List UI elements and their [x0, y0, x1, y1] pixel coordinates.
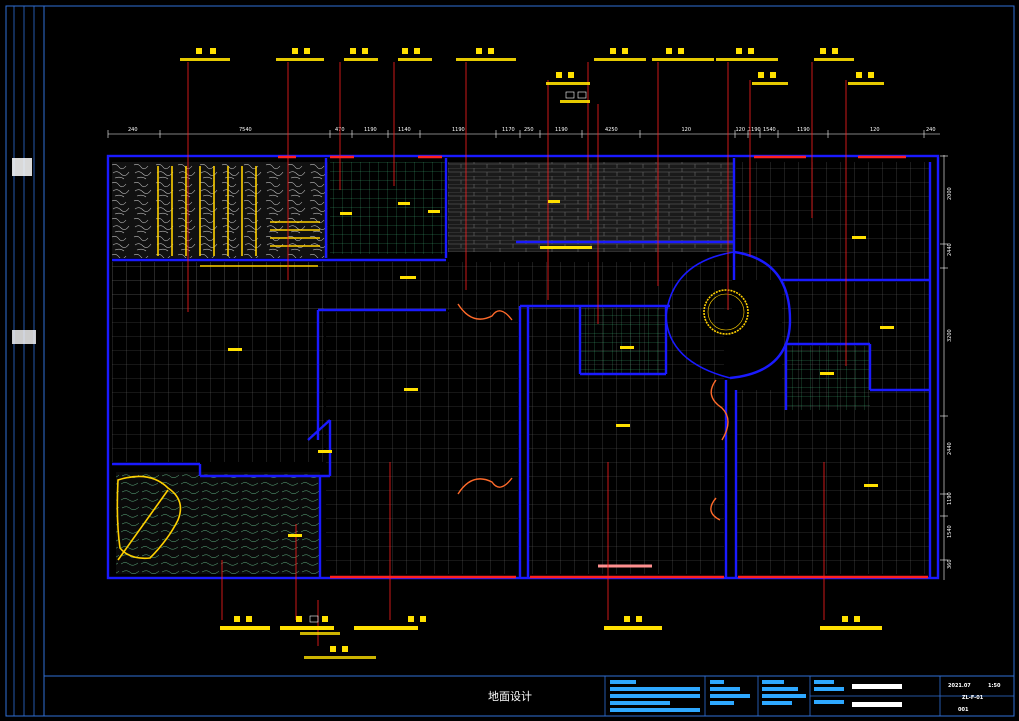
left-title-strip: [12, 6, 36, 716]
leader-lines: [187, 62, 847, 646]
dimension-label: 1190: [748, 127, 761, 133]
dimension-label: 3200: [947, 329, 953, 342]
walls: [106, 154, 940, 580]
round-feature: [703, 289, 749, 335]
floor-surfaces: [112, 162, 930, 574]
dimension-label: 1540: [763, 127, 776, 133]
dimension-label: 1190: [797, 127, 810, 133]
dimension-label: 2000: [947, 187, 953, 200]
dimension-label: 120: [870, 127, 880, 133]
dimension-label: 7540: [239, 127, 252, 133]
dimension-label: 120: [682, 127, 692, 133]
right-dimension-line: 2000 2440 3200 2440 1190 1540 360: [940, 155, 953, 580]
bottom-label-tags: [220, 615, 882, 659]
dimension-label: 120: [736, 127, 746, 133]
title-scale: 1:50: [988, 683, 1001, 689]
dimension-label: 1190: [555, 127, 568, 133]
title-sheet: 001: [958, 707, 969, 713]
title-block-label: 地面设计: [488, 690, 532, 703]
dimension-label: 250: [524, 127, 534, 133]
room-labels: [228, 200, 894, 537]
dimension-label: 1190: [947, 492, 953, 505]
decor-curves: [457, 303, 729, 521]
dimension-label: 1170: [502, 127, 515, 133]
title-drawing-no: ZL-F-01: [962, 695, 984, 701]
dimension-label: 240: [128, 127, 138, 133]
top-dimension-line: 2407540470119011401190117025011904250120…: [107, 127, 940, 138]
dimension-label: 1140: [398, 127, 411, 133]
title-date: 2021.07: [948, 683, 971, 689]
dimension-label: 1190: [364, 127, 377, 133]
dimension-label: 4250: [605, 127, 618, 133]
title-block: 2021.07 1:50 ZL-F-01 001: [44, 675, 1014, 716]
window-marks: [278, 155, 928, 579]
dimension-label: 240: [926, 127, 936, 133]
inner-frame: [43, 5, 1015, 717]
dimension-label: 2440: [947, 442, 953, 455]
dimension-label: 360: [947, 559, 953, 569]
stair-slats: [157, 166, 320, 267]
top-label-tags: [180, 48, 884, 103]
dimension-label: 1190: [452, 127, 465, 133]
dimension-label: 2440: [947, 243, 953, 256]
stone-curve: [116, 475, 182, 561]
dimension-label: 1540: [947, 525, 953, 538]
